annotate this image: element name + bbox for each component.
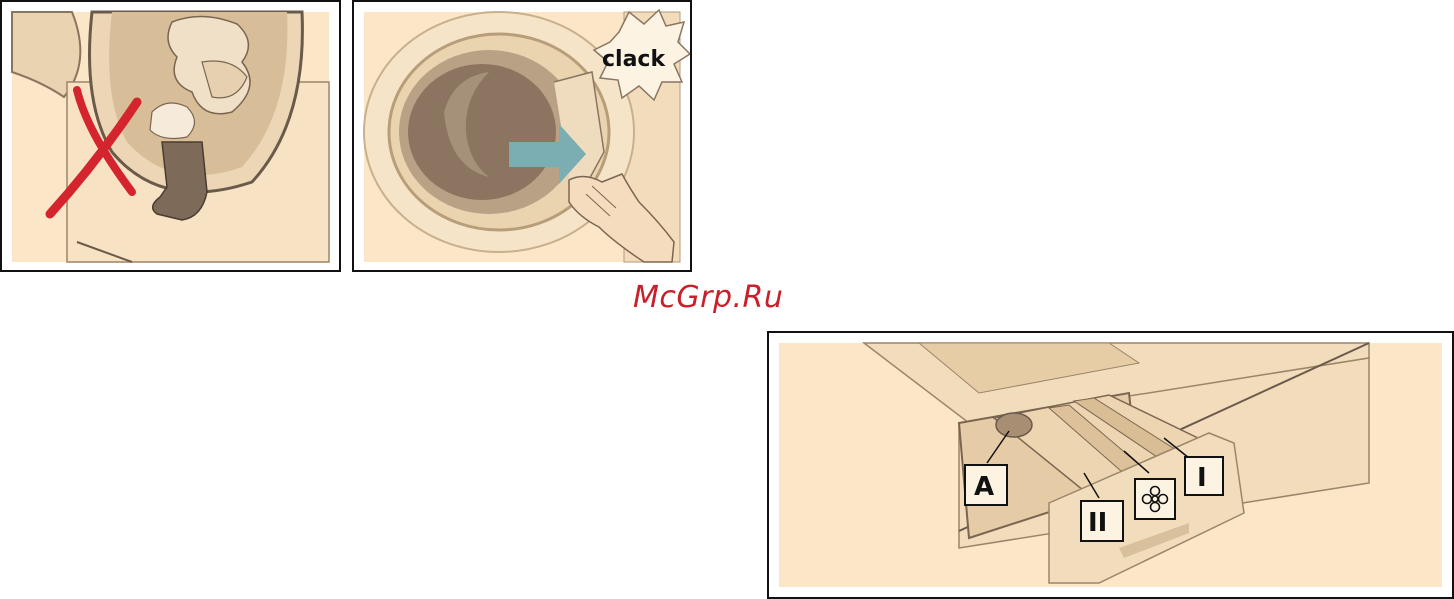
illustration-panel-no-overload xyxy=(0,0,341,272)
watermark: McGrp.Ru xyxy=(633,280,783,315)
door-closing-illustration: clack xyxy=(354,2,690,270)
detergent-drawer-illustration: A II I xyxy=(769,333,1452,597)
label-softener xyxy=(1135,479,1175,519)
illustration-panel-detergent-drawer: A II I xyxy=(767,331,1454,599)
label-ii: II xyxy=(1081,501,1123,541)
svg-text:A: A xyxy=(974,472,994,502)
washer-door-illustration xyxy=(2,2,339,270)
illustration-panel-close-door: clack xyxy=(352,0,692,272)
svg-text:I: I xyxy=(1197,463,1207,493)
clack-text: clack xyxy=(602,47,666,72)
label-a: A xyxy=(965,465,1007,505)
label-i: I xyxy=(1185,457,1223,495)
svg-text:II: II xyxy=(1088,508,1107,538)
